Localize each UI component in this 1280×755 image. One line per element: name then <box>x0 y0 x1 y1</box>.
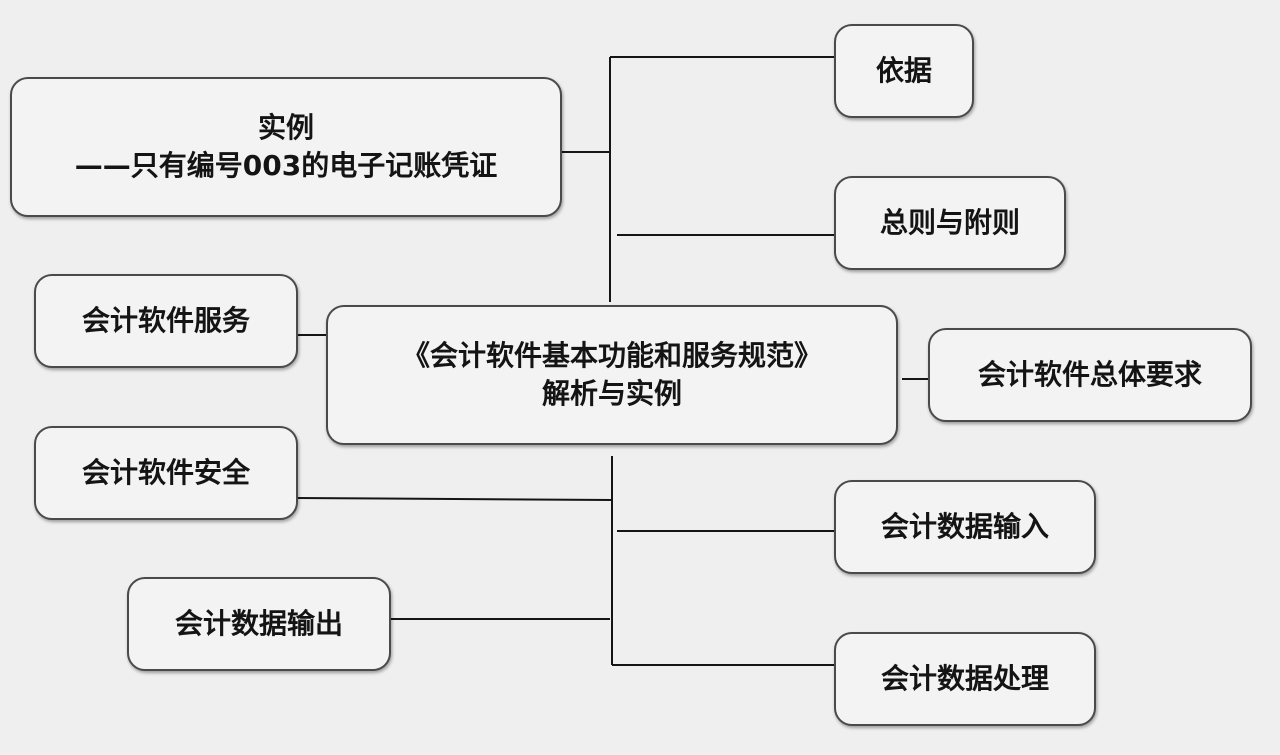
example-subtitle: ——只有编号003的电子记账凭证 <box>74 149 498 182</box>
general-label: 总则与附则 <box>879 206 1020 240</box>
input-label: 会计数据输入 <box>880 510 1049 544</box>
center-subtitle: 解析与实例 <box>541 377 682 410</box>
connector-security <box>295 497 613 501</box>
output-node: 会计数据输出 <box>127 577 391 671</box>
input-node: 会计数据输入 <box>834 480 1096 574</box>
overall-label: 会计软件总体要求 <box>977 358 1202 392</box>
service-label: 会计软件服务 <box>81 304 250 338</box>
center-node: 《会计软件基本功能和服务规范》 解析与实例 <box>326 305 898 445</box>
basis-label: 依据 <box>875 54 932 88</box>
example-node: 实例 ——只有编号003的电子记账凭证 <box>10 77 562 217</box>
overall-node: 会计软件总体要求 <box>928 328 1252 422</box>
service-node: 会计软件服务 <box>34 274 298 368</box>
basis-node: 依据 <box>834 24 974 118</box>
output-label: 会计数据输出 <box>174 607 343 641</box>
example-title: 实例 <box>257 111 314 145</box>
center-title: 《会计软件基本功能和服务规范》 <box>401 339 822 373</box>
general-node: 总则与附则 <box>834 176 1066 270</box>
security-node: 会计软件安全 <box>34 426 298 520</box>
security-label: 会计软件安全 <box>81 456 250 490</box>
processing-node: 会计数据处理 <box>834 632 1096 726</box>
processing-label: 会计数据处理 <box>880 662 1049 696</box>
